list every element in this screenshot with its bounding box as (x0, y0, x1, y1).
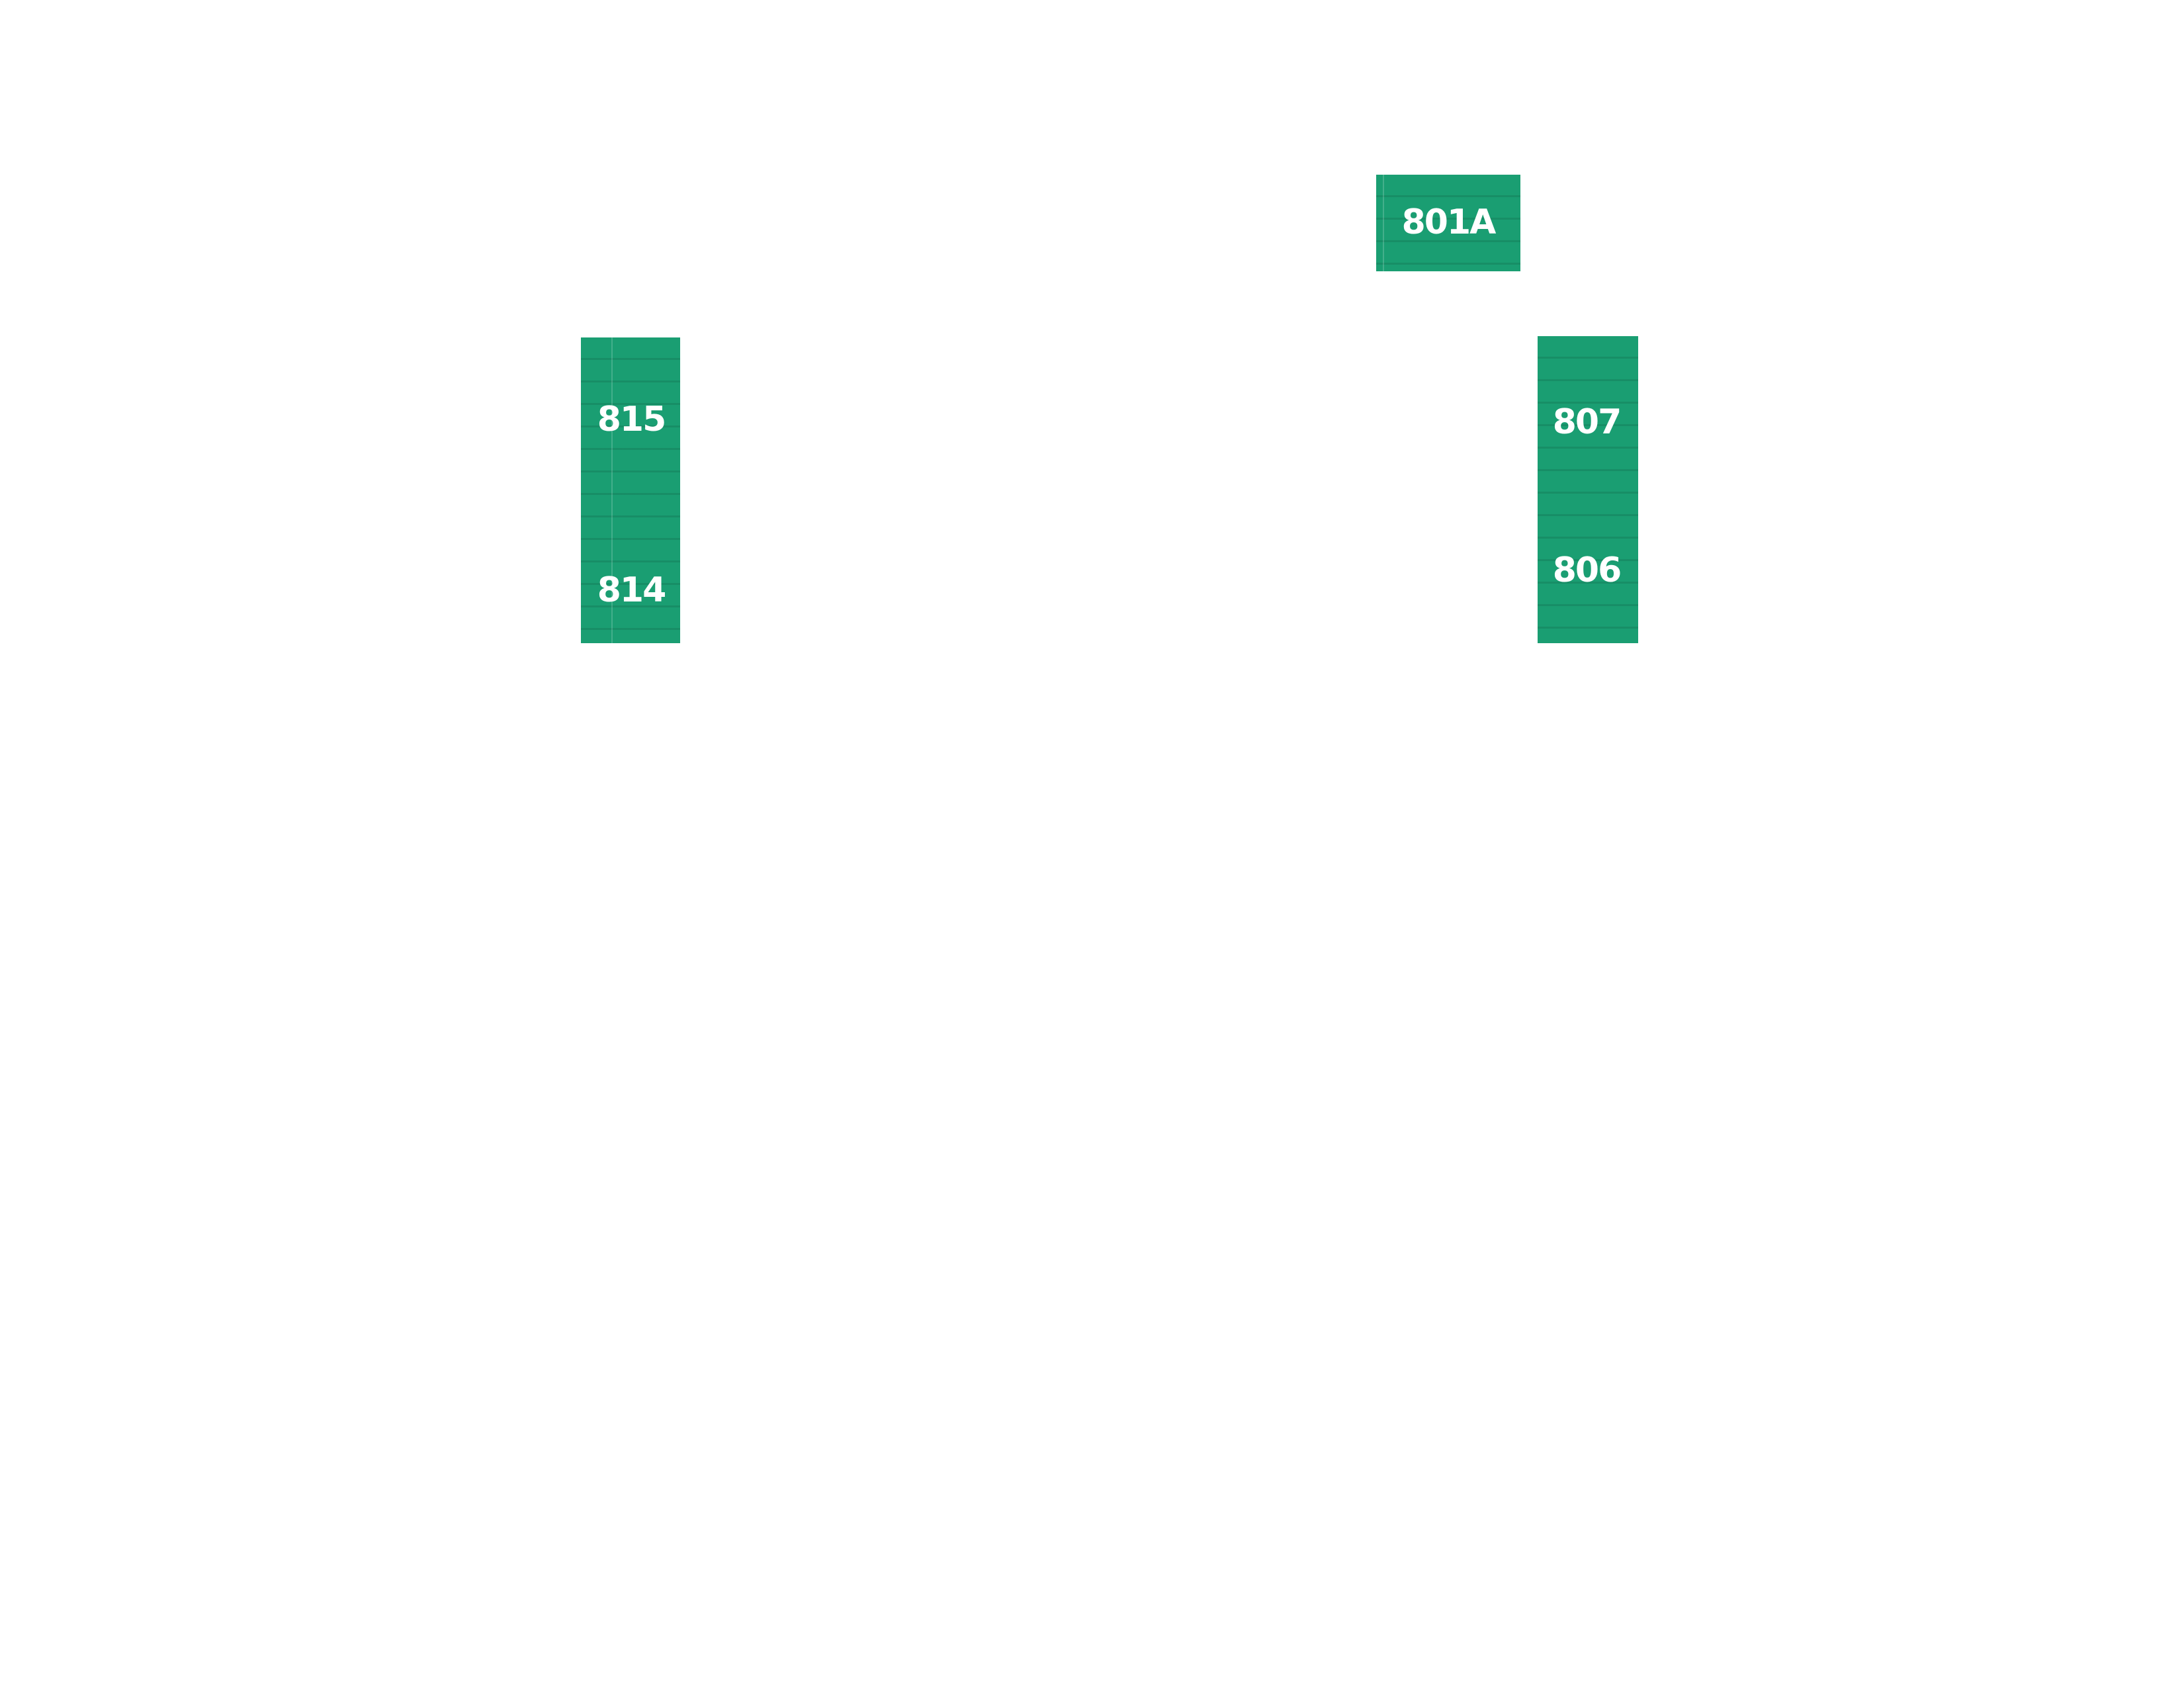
room-stripes (1376, 175, 1520, 271)
room-801a[interactable]: 801A (1376, 175, 1520, 271)
room-stripes (581, 337, 680, 643)
room-807-806[interactable]: 807 806 (1538, 336, 1638, 643)
room-label-815: 815 (597, 400, 667, 439)
room-815-814[interactable]: 815 814 (581, 337, 680, 643)
room-label-807: 807 (1552, 402, 1622, 442)
room-divider-line (611, 337, 613, 643)
room-label-814: 814 (597, 570, 667, 610)
room-label-801a: 801A (1401, 202, 1497, 242)
room-label-806: 806 (1552, 551, 1622, 590)
room-stripes (1538, 336, 1638, 643)
room-divider-line (1383, 175, 1384, 271)
